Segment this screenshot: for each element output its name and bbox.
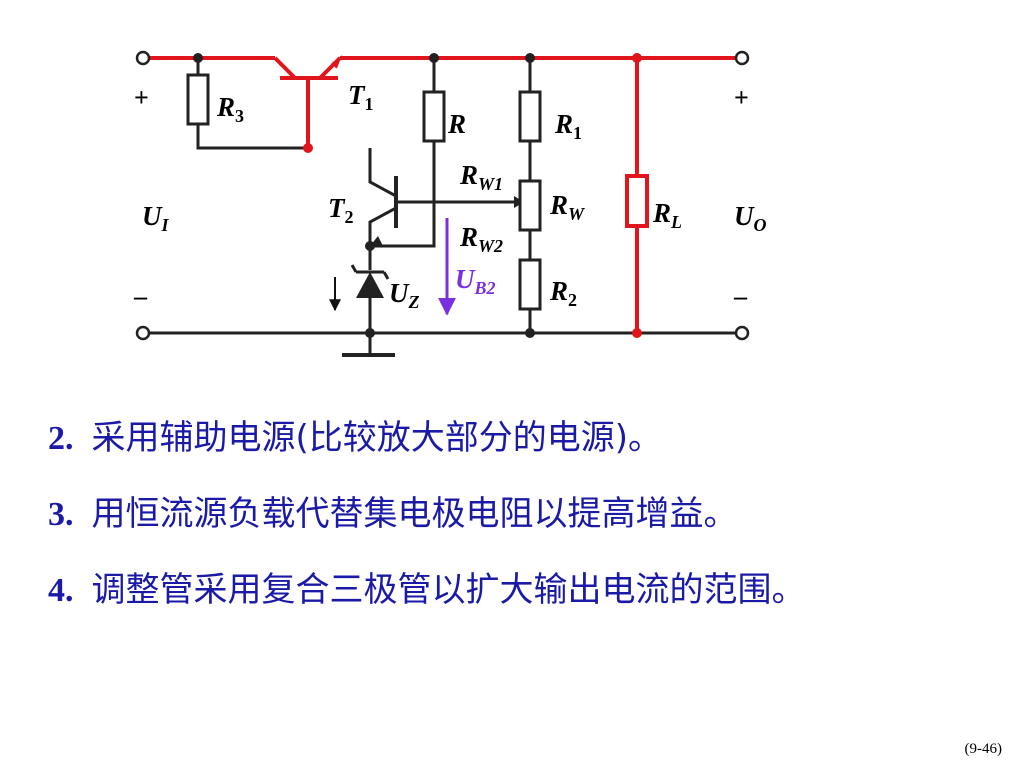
red-wiring <box>150 56 735 333</box>
note-number: 4. <box>48 572 74 609</box>
rw-label: RW <box>549 190 586 224</box>
note-item: 4. 调整管采用复合三极管以扩大输出电流的范围。 <box>48 564 806 640</box>
zener-diode <box>350 264 390 298</box>
terminals <box>135 50 750 341</box>
note-item: 3. 用恒流源负载代替集电极电阻以提高增益。 <box>48 488 806 564</box>
junction-dots <box>193 53 642 338</box>
resistor-r3 <box>186 73 210 126</box>
ub2-label: UB2 <box>455 264 496 298</box>
regulator-circuit-diagram: + + – – UI UO T1 T2 R3 R R1 RW1 RW RW2 R… <box>133 50 767 357</box>
input-plus-sign: + <box>134 83 149 112</box>
page-number: (9-46) <box>964 741 1003 757</box>
rw1-label: RW1 <box>459 160 503 194</box>
note-text: 调整管采用复合三极管以扩大输出电流的范围。 <box>91 570 806 610</box>
rw2-label: RW2 <box>459 222 503 256</box>
note-number: 3. <box>48 496 74 533</box>
r2-label: R2 <box>549 276 577 310</box>
r-label: R <box>447 109 466 139</box>
note-number: 2. <box>48 420 74 457</box>
improvement-notes-list: 2. 采用辅助电源(比较放大部分的电源)。 3. 用恒流源负载代替集电极电阻以提高增… <box>48 412 806 640</box>
output-plus-terminal <box>734 50 750 66</box>
input-minus-terminal <box>135 325 151 341</box>
r3-label: R3 <box>216 92 244 126</box>
t1-label: T1 <box>348 80 374 114</box>
uz-label: UZ <box>389 278 420 312</box>
potentiometer-rw <box>518 179 542 232</box>
note-text: 采用辅助电源(比较放大部分的电源)。 <box>91 418 663 458</box>
resistor-r <box>422 90 446 143</box>
output-voltage-label: UO <box>734 201 767 235</box>
input-minus-sign: – <box>133 282 148 311</box>
load-resistor-rl <box>625 174 649 228</box>
output-minus-terminal <box>734 325 750 341</box>
note-item: 2. 采用辅助电源(比较放大部分的电源)。 <box>48 412 806 488</box>
rl-label: RL <box>652 198 682 232</box>
black-wiring <box>143 58 742 357</box>
resistor-r1 <box>518 90 542 143</box>
transistor-t1-symbol <box>273 55 343 80</box>
resistor-r2 <box>518 258 542 311</box>
t2-label: T2 <box>328 193 354 227</box>
note-text: 用恒流源负载代替集电极电阻以提高增益。 <box>91 494 738 534</box>
output-plus-sign: + <box>734 83 749 112</box>
output-minus-sign: – <box>733 282 748 311</box>
r1-label: R1 <box>554 109 582 143</box>
input-plus-terminal <box>135 50 151 66</box>
input-voltage-label: UI <box>142 201 170 235</box>
